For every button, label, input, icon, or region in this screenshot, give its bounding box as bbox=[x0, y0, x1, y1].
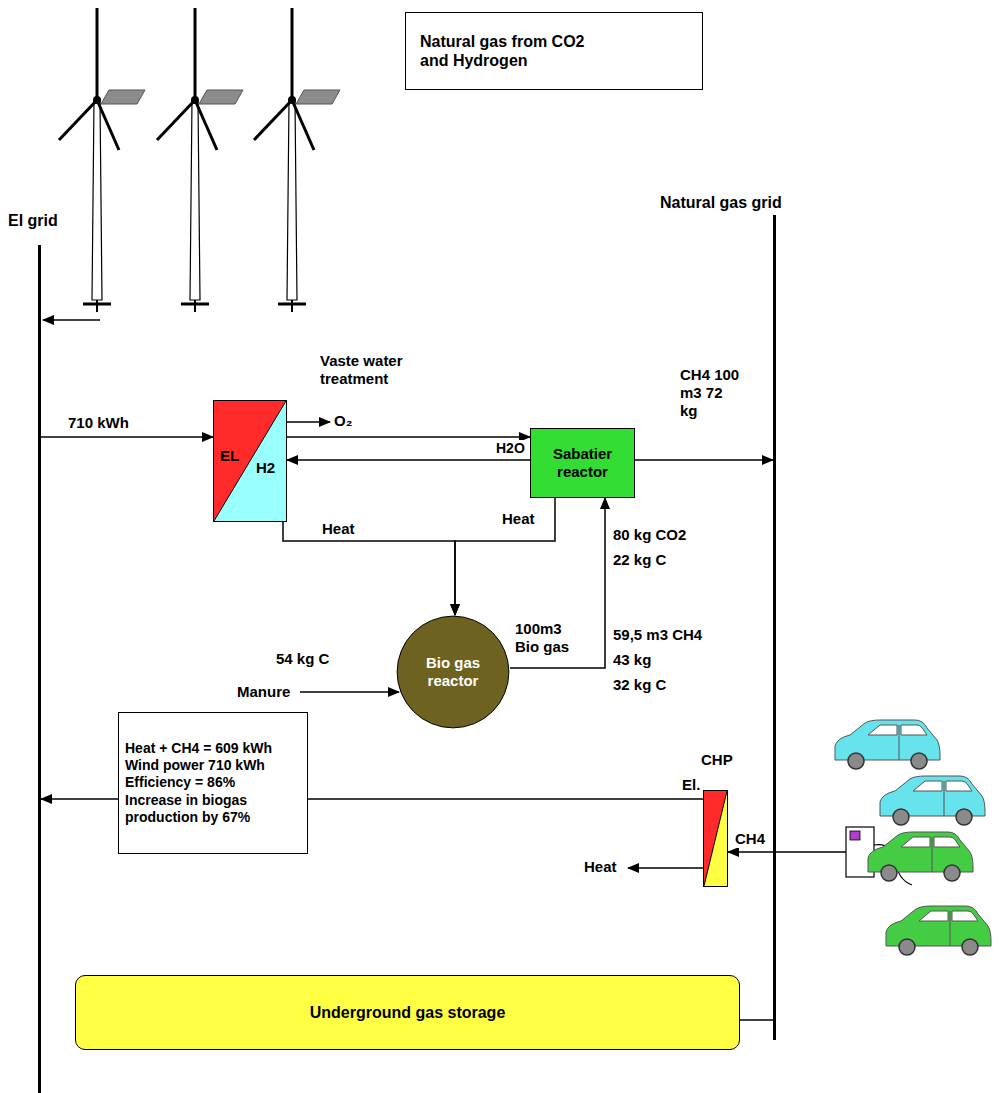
connector-label: 710 kWh bbox=[66, 414, 131, 432]
annotation-label: 32 kg C bbox=[613, 676, 666, 694]
split-part-b bbox=[214, 401, 286, 521]
manure-arrow bbox=[300, 691, 399, 693]
annotation-label: Heat bbox=[584, 858, 617, 876]
process-box: Sabatier reactor bbox=[530, 428, 635, 498]
circle-fill bbox=[397, 616, 509, 728]
info-box: Heat + CH4 = 609 kWhWind power 710 kWhEf… bbox=[118, 712, 308, 854]
info-line: Increase in biogas production by 67% bbox=[125, 792, 301, 826]
unit-label: H2 bbox=[256, 459, 275, 477]
connector-label: CH4 100 m3 72 kg bbox=[678, 366, 742, 420]
annotation-label: 80 kg CO2 bbox=[613, 526, 686, 544]
flow-connector bbox=[635, 459, 773, 461]
grid-heading: El grid bbox=[8, 211, 58, 230]
node-text: Sabatier reactor bbox=[539, 445, 626, 482]
grid-line: Natural gas grid bbox=[773, 215, 776, 1040]
annotation-label: Manure bbox=[237, 683, 290, 701]
split-part-a bbox=[704, 791, 727, 886]
split-part-b bbox=[704, 791, 727, 886]
annotation-label: 54 kg C bbox=[276, 650, 329, 668]
annotation-label: O₂ bbox=[334, 412, 352, 430]
connector-label: CH4 bbox=[733, 830, 767, 848]
cars bbox=[835, 720, 991, 955]
split-diagonal bbox=[214, 401, 286, 521]
wind-turbines bbox=[59, 8, 340, 312]
title-box: Natural gas from CO2 and Hydrogen bbox=[405, 12, 703, 90]
chp-heat-arrow bbox=[628, 867, 703, 869]
flow-connector bbox=[287, 436, 530, 438]
flow-connector bbox=[283, 522, 455, 615]
wind-power-arrow bbox=[43, 319, 100, 321]
info-line: Wind power 710 kWh bbox=[125, 757, 265, 774]
info-line: Efficiency = 86% bbox=[125, 774, 235, 791]
oxygen-arrow bbox=[287, 421, 330, 423]
flow-connector bbox=[740, 1019, 773, 1021]
annotation-label: 59,5 m3 CH4 bbox=[613, 626, 702, 644]
process-box: Underground gas storage bbox=[75, 975, 740, 1050]
node-text: Underground gas storage bbox=[310, 1003, 506, 1023]
connector-label: H2O bbox=[494, 440, 527, 457]
annotation-label: 43 kg bbox=[613, 651, 651, 669]
connector-label: El. bbox=[680, 776, 702, 794]
grid-heading: Natural gas grid bbox=[660, 193, 782, 212]
converter-box: EL H2 bbox=[213, 400, 287, 522]
grid-line: El grid bbox=[38, 245, 41, 1093]
flow-connector bbox=[455, 498, 555, 615]
split-fill bbox=[704, 791, 727, 886]
title-text: Natural gas from CO2 and Hydrogen bbox=[420, 32, 590, 70]
info-line: Heat + CH4 = 609 kWh bbox=[125, 740, 272, 757]
split-part-a bbox=[214, 401, 286, 521]
flow-connector bbox=[728, 851, 773, 853]
pump-feed-line bbox=[776, 851, 846, 853]
split-diagonal bbox=[704, 791, 727, 886]
flow-connector bbox=[41, 436, 213, 438]
node-text: Bio gas reactor bbox=[412, 654, 494, 691]
converter-box: CHP bbox=[703, 790, 728, 887]
unit-heading: CHP bbox=[701, 751, 733, 769]
annotation-label: Vaste water treatment bbox=[320, 352, 405, 388]
annotation-label: 22 kg C bbox=[613, 551, 666, 569]
connector-label: 100m3 Bio gas bbox=[513, 620, 592, 656]
flow-connector bbox=[287, 459, 530, 461]
reactor-circle: Bio gas reactor bbox=[396, 615, 510, 729]
connector-label: Heat bbox=[500, 510, 537, 528]
unit-label: EL bbox=[220, 447, 239, 465]
connector-label: Heat bbox=[320, 520, 357, 538]
